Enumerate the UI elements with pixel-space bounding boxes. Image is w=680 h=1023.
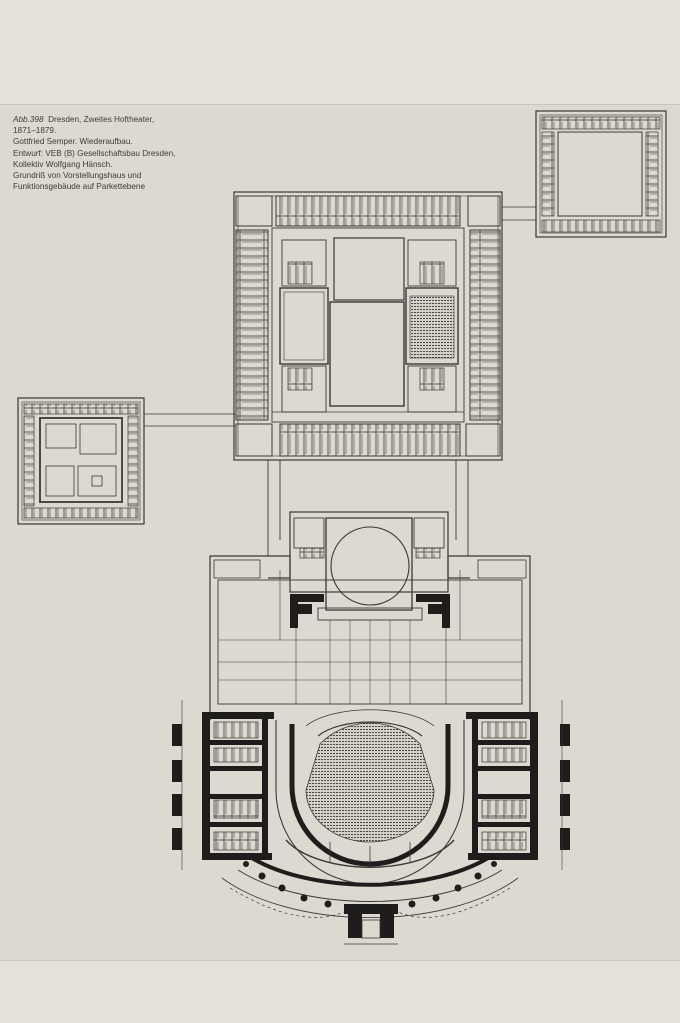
corridors xyxy=(267,460,469,556)
caption-line-5: Kollektiv Wolfgang Hänsch. xyxy=(13,159,113,169)
auditorium xyxy=(221,709,519,919)
stage-house xyxy=(209,511,531,720)
caption-line-1: Abb.398 Dresden, Zweites Hoftheater, xyxy=(13,114,243,125)
site-lines xyxy=(181,700,563,870)
caption-line-4: Entwurf: VEB (B) Gesellschaftsbau Dresde… xyxy=(13,148,176,158)
caption-line-2: 1871–1879. xyxy=(13,126,57,136)
annex-top-right xyxy=(535,110,667,238)
foyer-columns xyxy=(243,861,497,908)
caption-line-6: Grundriß von Vorstellungshaus und xyxy=(13,171,142,181)
stage-stair-towers xyxy=(290,594,450,628)
connector-left xyxy=(144,413,236,427)
exterior-piers xyxy=(172,724,570,850)
caption-line-7: Funktionsgebäude auf Parkettebene xyxy=(13,182,146,192)
functional-building xyxy=(233,191,503,461)
connector-top-right xyxy=(502,206,536,221)
figure-caption: Abb.398 Dresden, Zweites Hoftheater, 187… xyxy=(13,114,243,192)
annex-left xyxy=(17,397,145,525)
caption-line-3: Gottfried Semper. Wiederaufbau. xyxy=(13,137,133,147)
wing-stairs xyxy=(213,721,527,851)
figure-number: Abb.398 xyxy=(13,115,44,124)
caption-title: Dresden, Zweites Hoftheater, xyxy=(48,115,155,124)
entrance-exedra xyxy=(229,887,511,945)
auditorium-walls xyxy=(202,712,538,860)
